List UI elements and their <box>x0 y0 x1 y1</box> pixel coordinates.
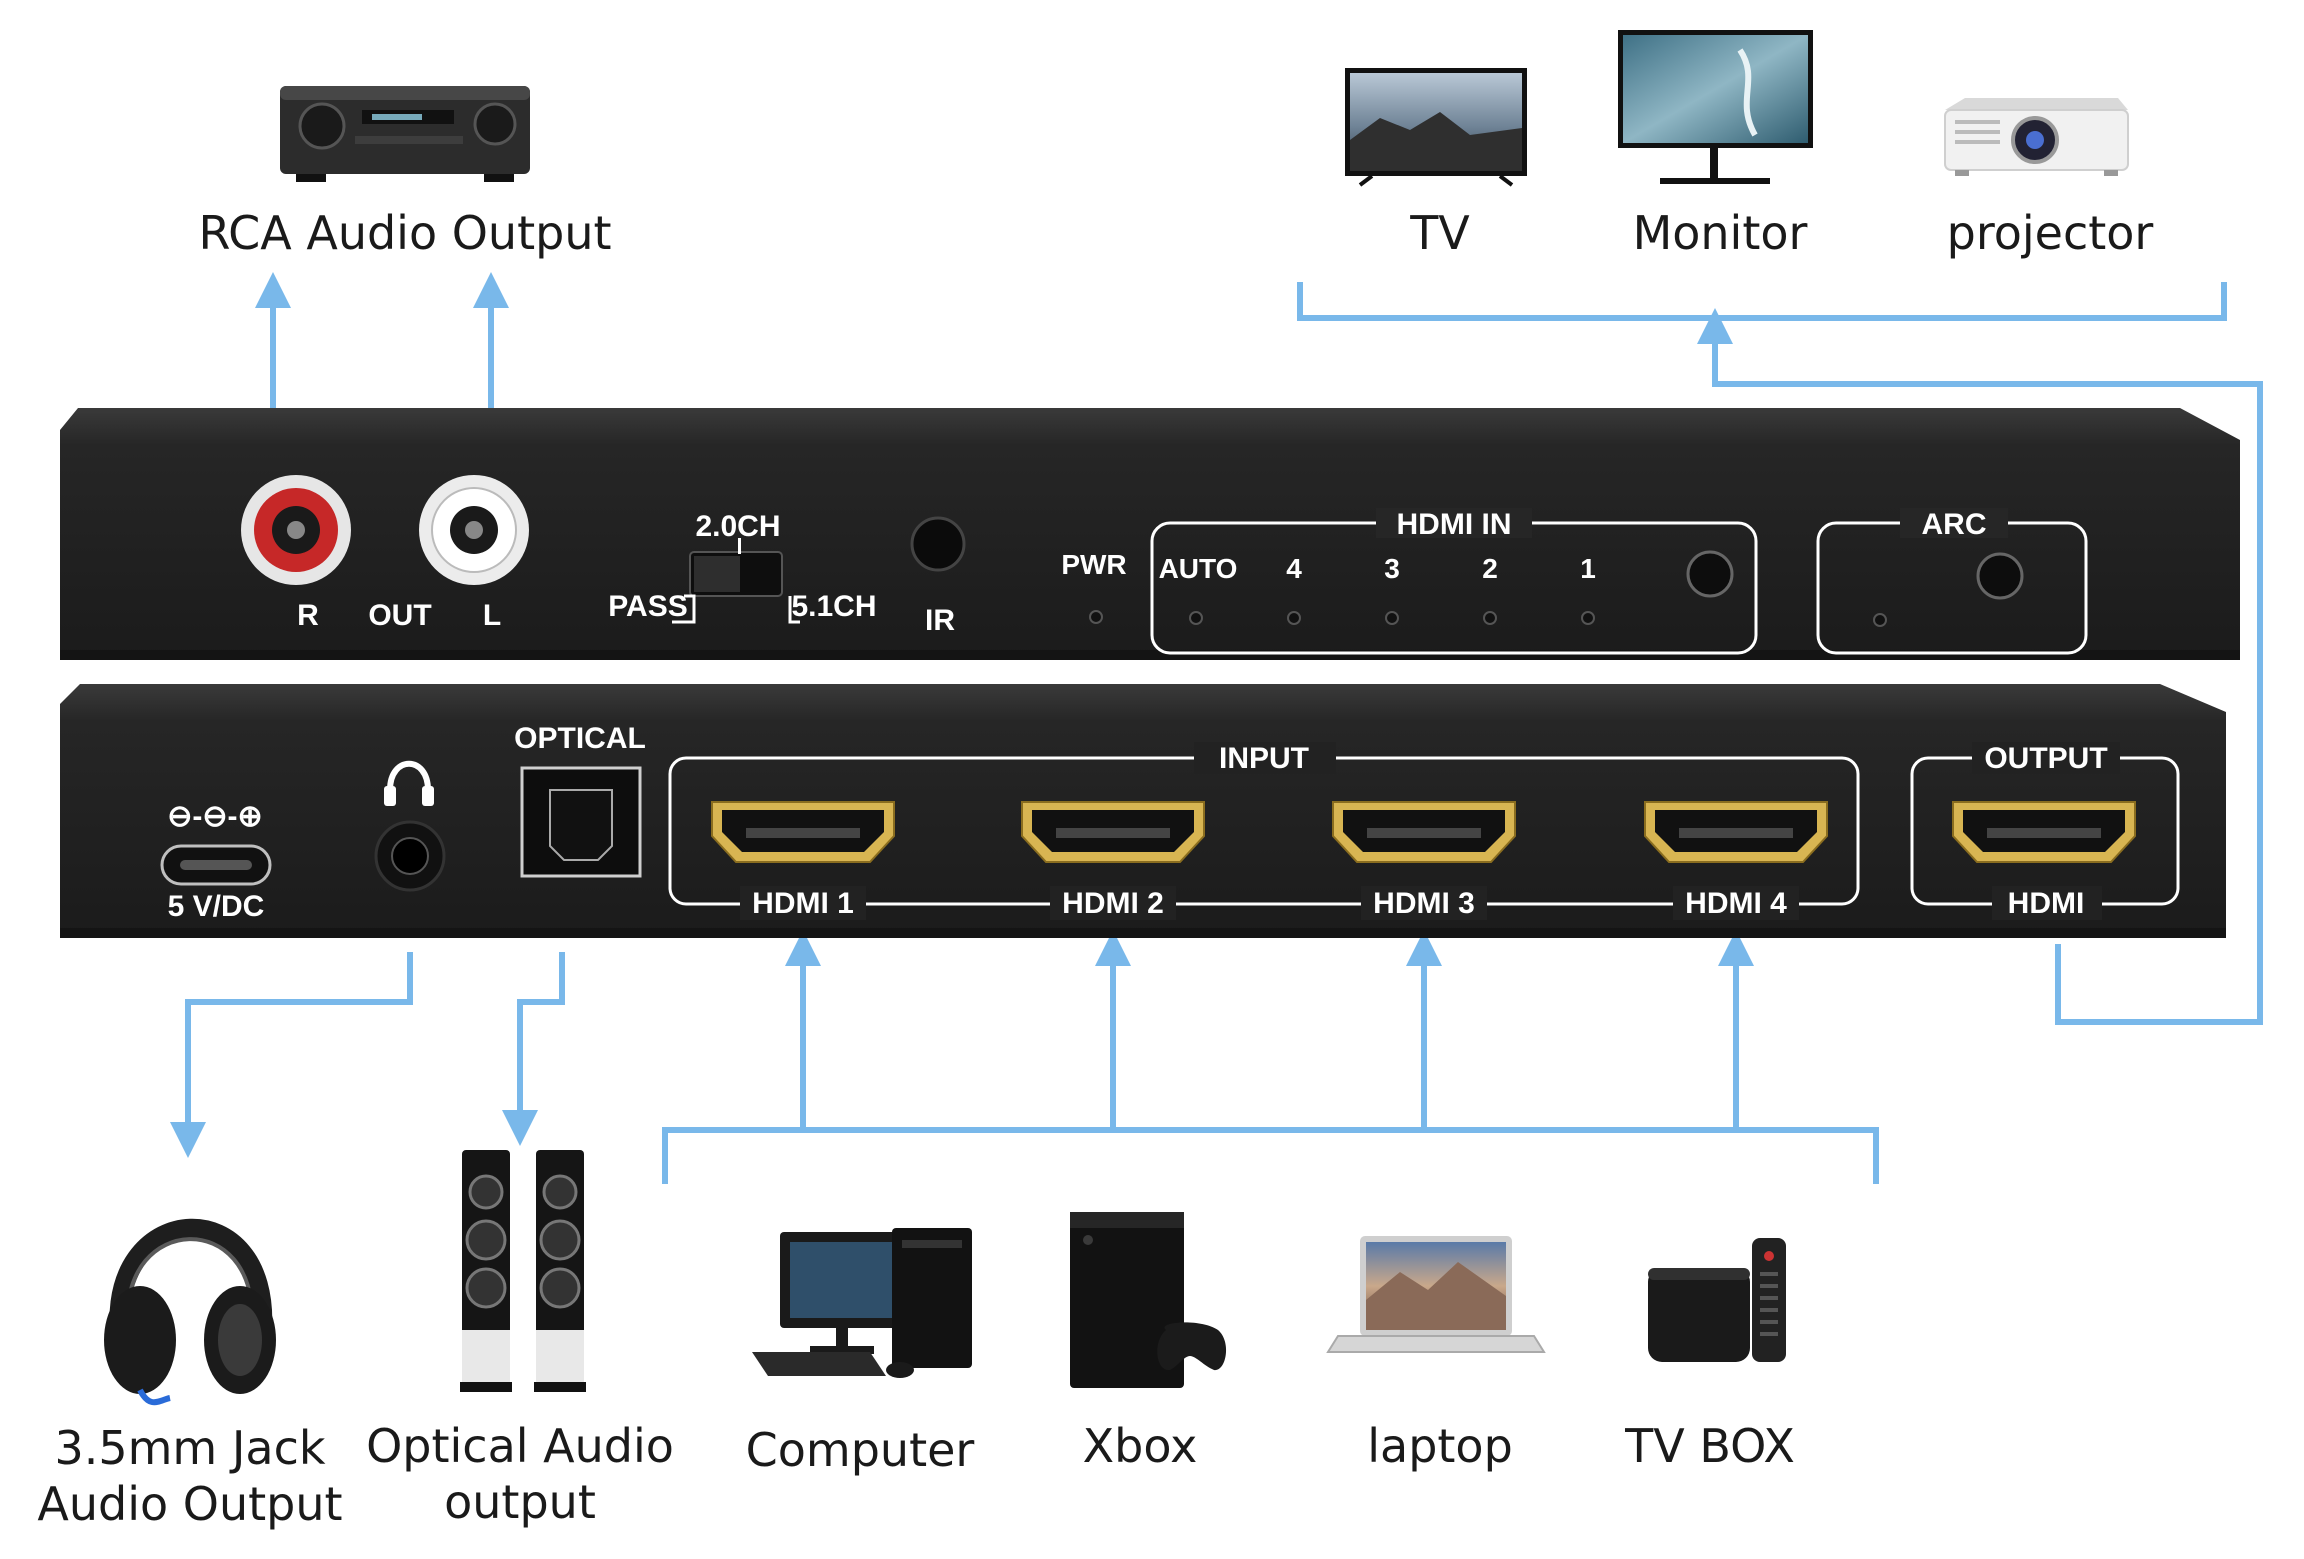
hdmi-output-group: OUTPUT HDMI <box>1910 742 2180 920</box>
speakers-image <box>460 1150 586 1392</box>
arc-button[interactable] <box>1976 552 2024 600</box>
output-route-line <box>1697 308 2263 1025</box>
hdmi-input-group: INPUT <box>668 742 1860 920</box>
ir-sensor <box>910 516 966 572</box>
hdmi-in-port-2 <box>1021 801 1205 863</box>
tv-box-image <box>1648 1238 1786 1362</box>
hdmi2-label: HDMI 2 <box>1062 887 1164 920</box>
optical-line <box>502 952 565 1146</box>
hdmi-out-port <box>1952 801 2136 863</box>
input-1-led <box>1581 611 1595 625</box>
pwr-led <box>1089 610 1103 624</box>
projector-image <box>1944 98 2129 176</box>
rca-red-jack <box>241 475 351 585</box>
jack-line <box>170 952 413 1158</box>
xbox-image <box>1070 1212 1227 1388</box>
rca-white-jack <box>419 475 529 585</box>
laptop-image <box>1326 1236 1546 1353</box>
input-4-label: 4 <box>1286 553 1302 584</box>
optical-label: OPTICAL <box>514 722 646 755</box>
input-select-button[interactable] <box>1686 550 1734 598</box>
rca-out-label: OUT <box>368 599 431 632</box>
jack-label-line2: Audio Output <box>37 1477 343 1531</box>
headphones-image <box>104 1218 276 1406</box>
hdmi1-label: HDMI 1 <box>752 887 854 920</box>
auto-label: AUTO <box>1159 553 1238 584</box>
input-2-label: 2 <box>1482 553 1498 584</box>
monitor-image <box>1618 30 1813 184</box>
computer-image <box>752 1228 972 1378</box>
switch-pass-label: PASS <box>608 590 687 623</box>
back-panel: ⊖-⊖-⊕ 5 V/DC OPTICAL INPUT <box>60 684 2226 938</box>
optical-audio-output-label: Optical Audio output <box>360 1418 680 1530</box>
arc-led <box>1873 613 1887 627</box>
input-2-led <box>1483 611 1497 625</box>
input-3-led <box>1385 611 1399 625</box>
projector-label: projector <box>1946 206 2154 260</box>
jack-audio-output-label: 3.5mm Jack Audio Output <box>20 1420 360 1532</box>
switch-2ch-label: 2.0CH <box>695 510 780 543</box>
hdmi-in-group: HDMI IN AUTO 4 3 2 1 <box>1150 508 1758 655</box>
auto-led <box>1189 611 1203 625</box>
front-panel: R OUT L 2.0CH PASS 5.1CH IR PWR HDMI IN … <box>60 408 2240 660</box>
svg-text:⊖-⊖-⊕: ⊖-⊖-⊕ <box>167 800 262 833</box>
power-label: 5 V/DC <box>168 890 265 923</box>
xbox-label: Xbox <box>1082 1419 1198 1473</box>
hdmi-in-port-4 <box>1644 801 1828 863</box>
input-bracket <box>662 1127 1879 1184</box>
arc-group: ARC <box>1816 508 2088 655</box>
optical-label-line2: output <box>444 1475 596 1529</box>
rca-audio-output-label: RCA Audio Output <box>198 206 612 260</box>
optical-label-line1: Optical Audio <box>366 1419 674 1473</box>
connector-lines <box>170 272 2263 1184</box>
rca-l-label: L <box>483 599 501 632</box>
rca-r-label: R <box>297 599 319 632</box>
hdmi-in-port-3 <box>1332 801 1516 863</box>
hdmi-in-port-1 <box>711 801 895 863</box>
headphone-icon <box>387 760 431 791</box>
output-title: OUTPUT <box>1984 742 2107 775</box>
arc-title: ARC <box>1922 508 1987 541</box>
tv-box-label: TV BOX <box>1625 1419 1795 1473</box>
ir-label: IR <box>925 604 955 637</box>
hdmi-in-title: HDMI IN <box>1397 508 1512 541</box>
hdmi3-label: HDMI 3 <box>1373 887 1475 920</box>
input-3-label: 3 <box>1384 553 1400 584</box>
pwr-label: PWR <box>1061 549 1126 580</box>
tv-image <box>1345 68 1527 187</box>
input-title: INPUT <box>1219 742 1309 775</box>
hdmi4-label: HDMI 4 <box>1685 887 1787 920</box>
input-4-led <box>1287 611 1301 625</box>
jack-label-line1: 3.5mm Jack <box>54 1421 326 1475</box>
switch-51ch-label: 5.1CH <box>791 590 876 623</box>
optical-port <box>520 766 642 878</box>
computer-label: Computer <box>745 1423 975 1477</box>
hdmi-out-label: HDMI <box>2008 887 2085 920</box>
tv-label: TV <box>1410 206 1470 260</box>
monitor-label: Monitor <box>1632 206 1808 260</box>
input-1-label: 1 <box>1580 553 1596 584</box>
display-bracket <box>1297 282 2227 321</box>
headphone-jack <box>374 760 446 892</box>
laptop-label: laptop <box>1367 1419 1513 1473</box>
usb-c-power-port: ⊖-⊖-⊕ <box>160 800 272 886</box>
av-receiver-image <box>280 86 530 182</box>
